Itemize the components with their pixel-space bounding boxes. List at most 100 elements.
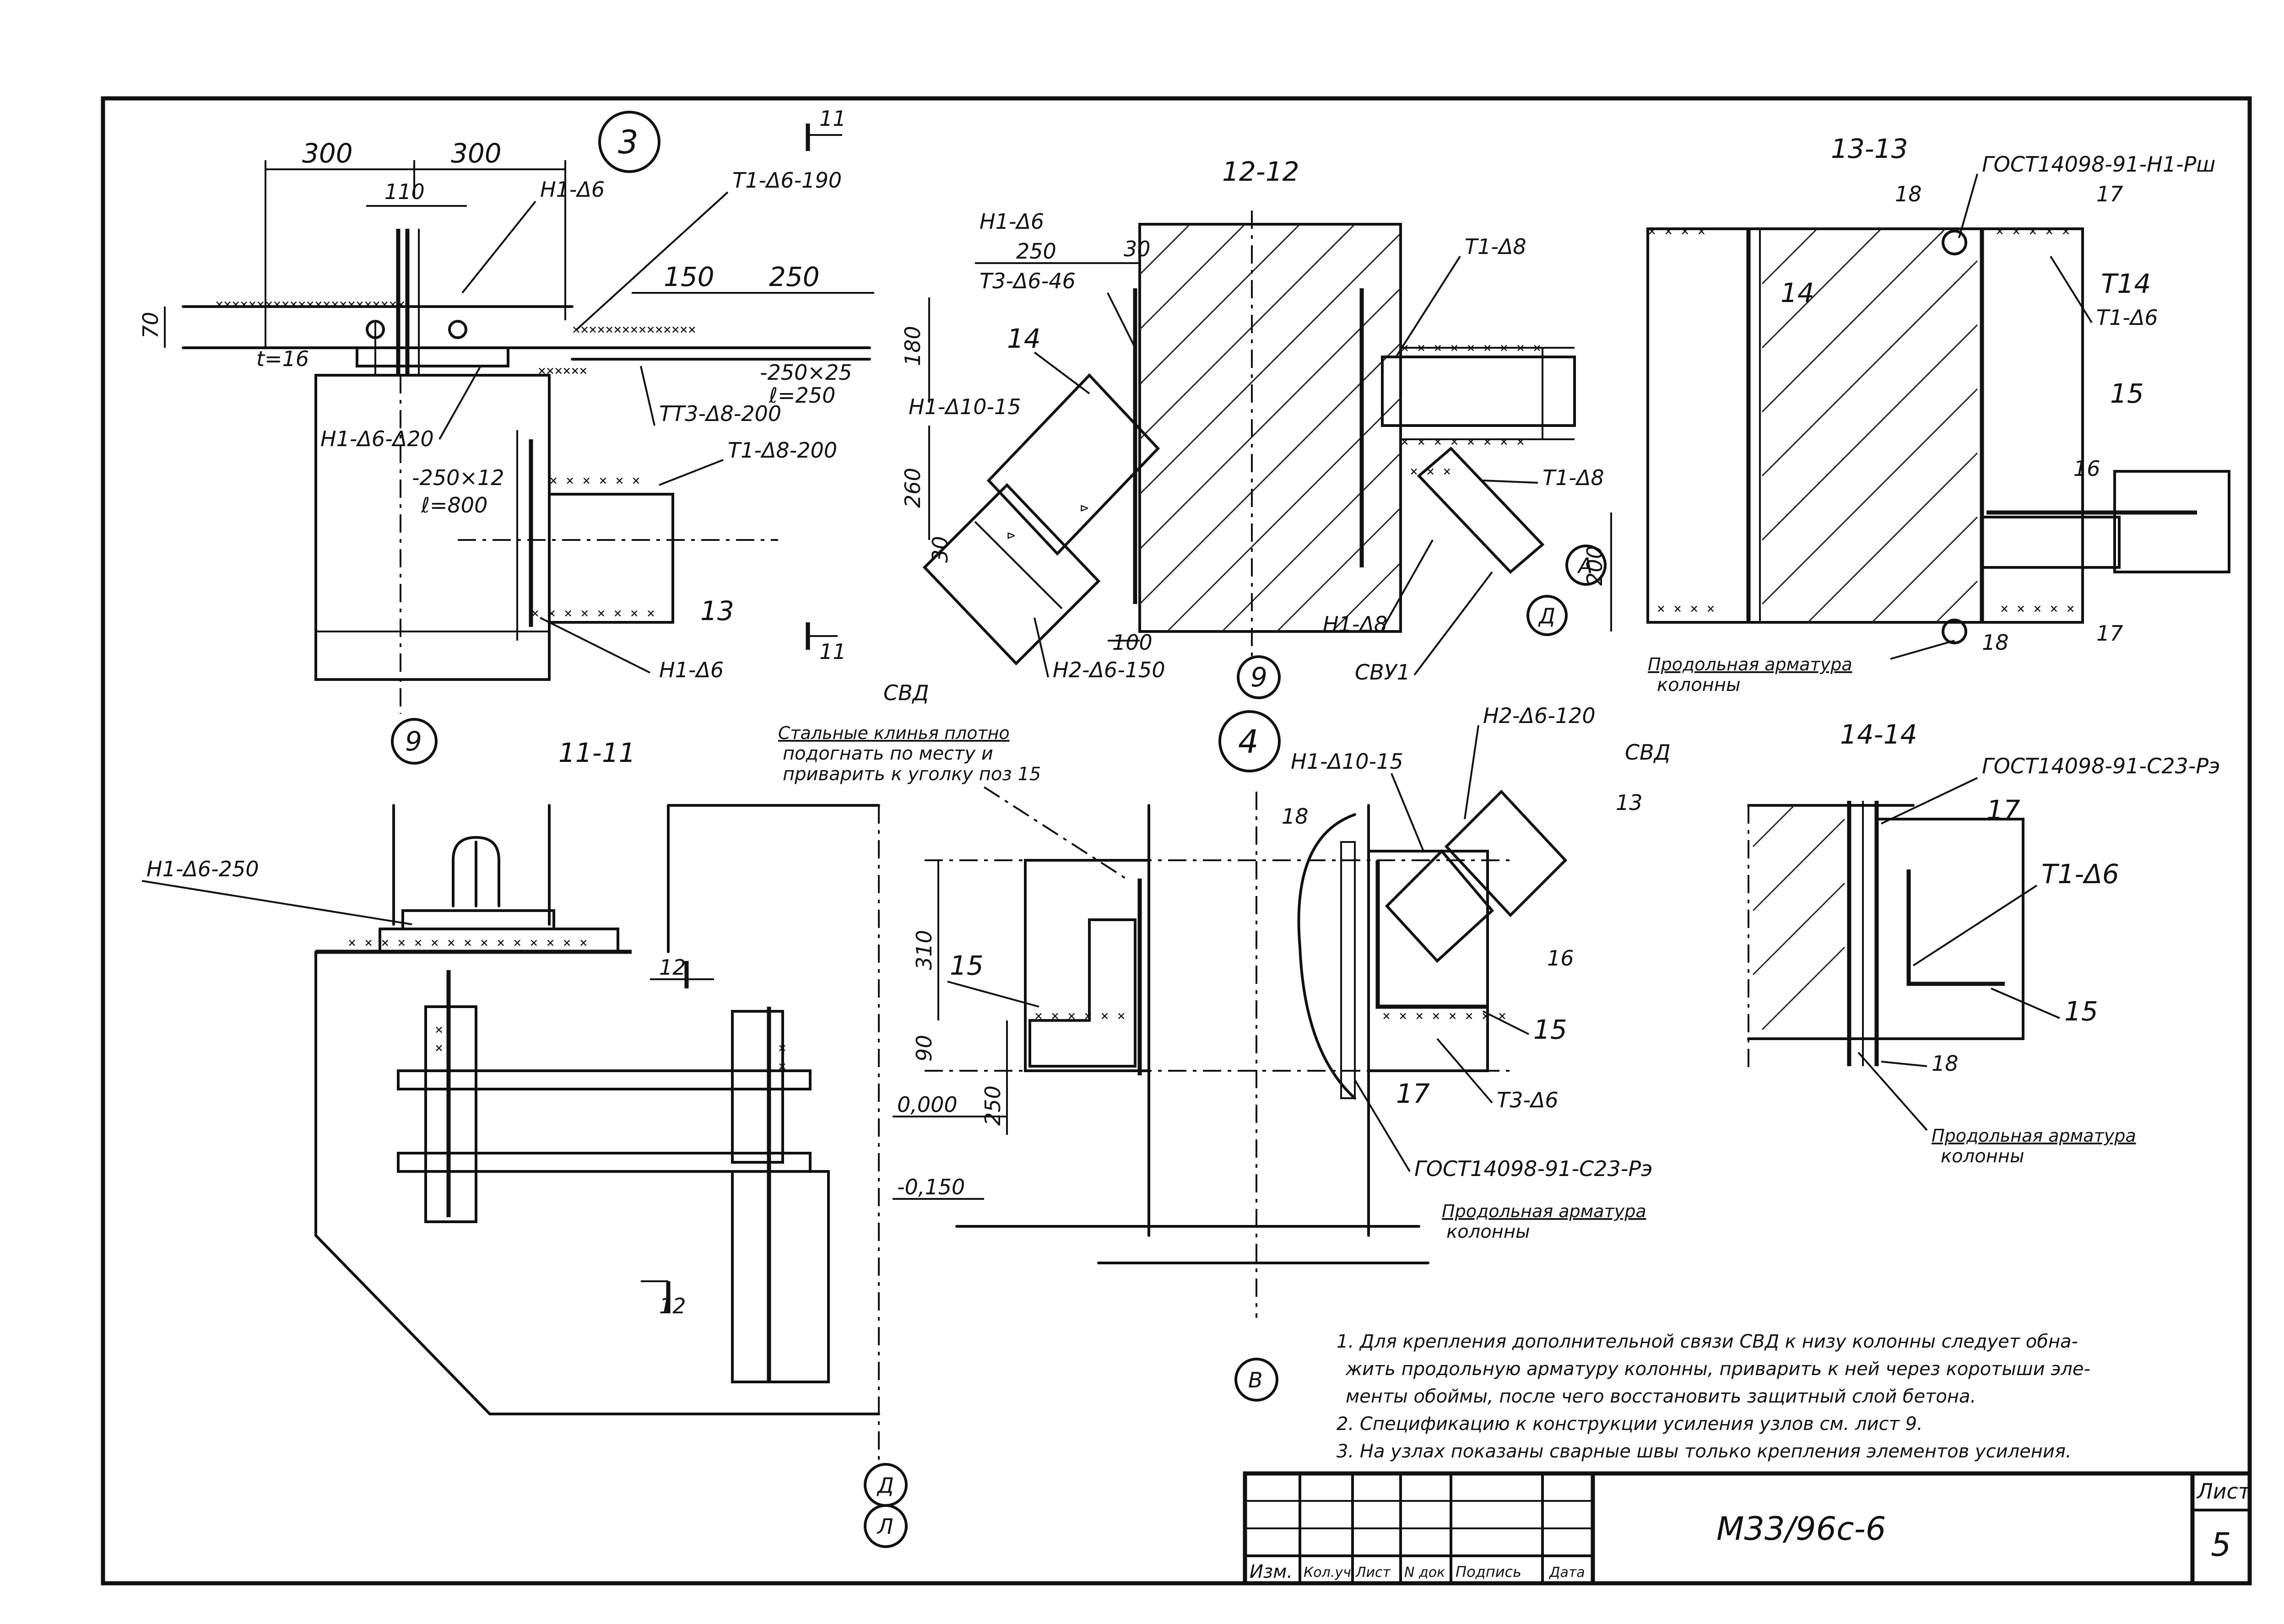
s14-concrete-hatch [1752,804,1846,1031]
s12-dim-200: 200 [1582,545,1607,586]
node-4-level-0: 0,000 [897,1092,958,1117]
svg-text:× × × × × × × × ×: × × × × × × × × × [1401,340,1541,356]
sheet-number: 5 [2211,1526,2231,1564]
s11-axis-d-label: Д [877,1473,894,1498]
s13-label-gost: ГОСТ14098-91-Н1-Рш [1982,152,2215,177]
svg-text:×: × [435,1022,443,1038]
node-3-section-mark-bottom: 11 [819,639,846,664]
s14-label-gost: ГОСТ14098-91-С23-Рэ [1982,754,2220,778]
stamp-col-data: Дата [1548,1565,1585,1581]
node-3-label-h1-d6-d20: Н1-Δ6-Δ20 [320,426,434,451]
node-4-note-2: подогнать по месту и [783,743,993,764]
s12-label-cbd: СВД [883,680,929,705]
s13-label-14: 14 [1781,277,1814,308]
section-13-13: 13-13 × × × × × × × × × × × × × × × × × … [1646,133,2230,696]
node-3-label-13: 13 [700,595,734,626]
node-4-note-1: Стальные клинья плотно [778,723,1010,743]
s12-dim-100: 100 [1112,630,1153,655]
node-4-dim-250: 250 [980,1085,1005,1126]
node-3-axis-label: 9 [405,726,422,757]
stamp-col-list: Лист [1355,1565,1391,1581]
title-block: Изм. Кол.уч Лист N док Подпись Дата М33/… [1243,1471,2252,1586]
note-line-2: жить продольную арматуру колонны, привар… [1345,1359,2090,1380]
s12-label-h1-d10-15: Н1-Δ10-15 [909,394,1021,419]
node-4-label-15-left: 15 [950,950,984,981]
node-4-level-neg: -0,150 [897,1175,965,1199]
node-3-label-l800: ℓ=800 [421,493,487,518]
s13-label-17-top: 17 [2096,182,2123,206]
s12-label-14: 14 [1007,323,1041,354]
note-line-1: 1. Для крепления дополнительной связи СВ… [1337,1331,2078,1352]
svg-text:× × × ×: × × × × [1657,601,1715,617]
stamp-col-podpis: Подпись [1456,1563,1521,1581]
node-3-dim-110: 110 [384,179,425,204]
title-code: М33/96с-6 [1716,1510,1886,1548]
node-3-label-tt3: ТТ3-Δ8-200 [659,401,781,426]
svg-text:××××××: ×××××× [538,363,587,379]
svg-text:×××××××××××××××××××××××: ××××××××××××××××××××××× [215,297,405,313]
note-line-4: 2. Спецификацию к конструкции усиления у… [1337,1414,1923,1435]
svg-text:× × × × × × × ×: × × × × × × × × [1401,434,1525,450]
s14-label-18: 18 [1932,1051,1959,1076]
node-4-label-cbd: СВД [1625,740,1671,765]
node-3-label-t16: t=16 [256,346,309,371]
node-4-number: 4 [1238,723,1259,761]
node-3-label-h1-d6-bottom: Н1-Δ6 [659,658,724,682]
node-4-label-17: 17 [1396,1078,1430,1109]
s13-label-15: 15 [2110,378,2144,409]
s12-axis-circle [1237,655,1281,699]
s12-dim-180: 180 [900,326,925,366]
node-3-label-t1-d8-200: Т1-Δ8-200 [728,438,837,463]
section-11-11: 11-11 × × × × × × × × × × × × × × × × × … [141,737,908,1548]
section-11-11-title: 11-11 [558,737,636,768]
node-3-label-l250: ℓ=250 [769,383,835,408]
svg-text:× × × × × × × ×: × × × × × × × × [1382,1008,1506,1024]
s12-dim-30b: 30 [928,536,953,563]
svg-text:× × × × × ×: × × × × × × [549,473,640,489]
s14-label-15: 15 [2064,996,2098,1027]
svg-text:×: × [778,1040,786,1056]
s12-label-h1-d8: Н1-Δ8 [1323,612,1387,637]
s12-axis-a-label: А [1577,553,1592,578]
s12-axis-label: 9 [1250,662,1267,693]
node-3-label-h1-d6: Н1-Δ6 [540,177,605,202]
node-3-view: 3 300 300 110 70 ×××××××××××××××××××××××… [138,106,874,765]
svg-text:× × × × × × × ×: × × × × × × × × [531,605,655,621]
s12-axis-d-label: Д [1538,604,1555,628]
stamp-col-ndok: N док [1404,1565,1445,1581]
svg-text:⊳: ⊳ [1007,528,1015,544]
s11-label-12-top: 12 [659,955,686,980]
node-4-label-16: 16 [1547,946,1574,971]
svg-text:×: × [778,1058,786,1074]
section-14-14-title: 14-14 [1840,719,1917,750]
s14-caption-2: колонны [1941,1146,2024,1167]
node-4-dim-310: 310 [912,930,936,970]
notes-block: 1. Для крепления дополнительной связи СВ… [1337,1331,2090,1462]
s14-label-17: 17 [1986,794,2020,825]
node-4-view: Стальные клинья плотно подогнать по мест… [778,703,1671,1402]
node-4-note-3: приварить к уголку поз 15 [783,764,1041,785]
section-13-13-title: 13-13 [1831,133,1908,164]
node-3-label-250: 250 [769,261,820,292]
svg-text:⊳: ⊳ [1080,500,1088,516]
svg-text:× × × ×: × × × × [1648,223,1705,239]
node-3-dim-300b: 300 [451,138,502,169]
stamp-col-kolich: Кол.уч [1304,1565,1351,1581]
s13-label-t14: Т14 [2101,268,2151,299]
svg-text:× × × × ×: × × × × × [1996,223,2070,239]
svg-text:× × × × × × × × × × × × × × ×: × × × × × × × × × × × × × × × [348,935,588,951]
node-4-label-15-right: 15 [1533,1014,1567,1045]
stamp-col-izm: Изм. [1250,1561,1293,1582]
s11-label-h1-d6-250: Н1-Δ6-250 [146,857,259,881]
node-4-label-gost: ГОСТ14098-91-С23-Рэ [1414,1156,1652,1181]
s13-label-16: 16 [2073,456,2100,481]
s13-concrete-hatch [1761,228,1978,623]
section-12-12: 12-12 ⊳ ⊳ × × × × × × × × × [883,156,1612,705]
svg-text:× × × × × ×: × × × × × × [1034,1008,1126,1024]
svg-text:×××××××××××××××: ××××××××××××××× [572,322,696,338]
s11-axis-l-label: Л [877,1514,893,1539]
node-4-label-18: 18 [1282,804,1309,829]
s13-caption-1: Продольная арматура [1648,654,1852,674]
node-4-label-h2-d6-120: Н2-Δ6-120 [1483,703,1596,728]
